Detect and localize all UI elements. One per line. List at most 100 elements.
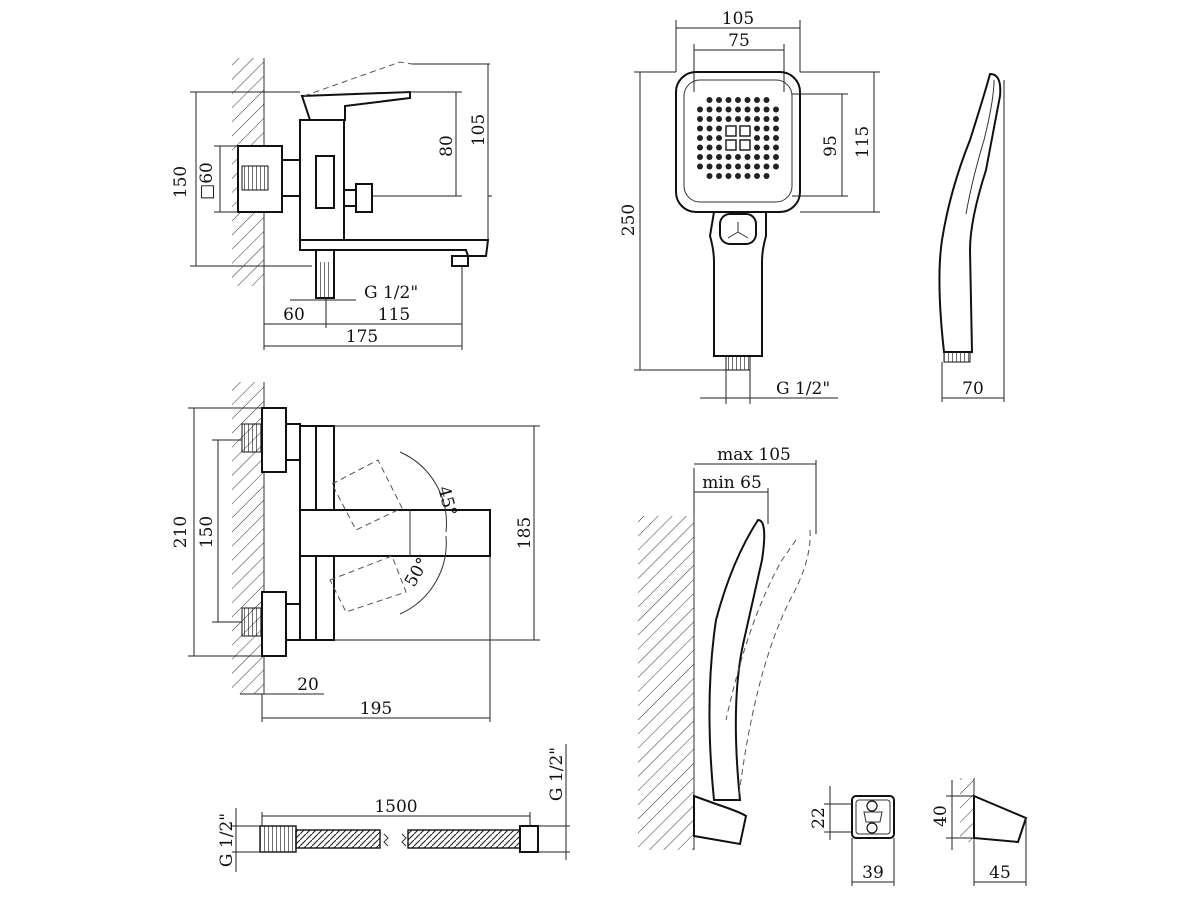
spray-nozzle — [725, 163, 732, 170]
spray-nozzle — [773, 135, 779, 141]
spray-nozzle — [754, 125, 760, 132]
dim-holder-height: 22 — [809, 807, 829, 829]
spray-nozzle — [754, 135, 760, 141]
spray-nozzle — [773, 116, 779, 122]
spray-nozzle — [773, 163, 779, 170]
hose-connector-right — [519, 825, 539, 853]
spray-nozzle — [706, 125, 713, 132]
lever-top — [299, 509, 491, 557]
spray-nozzle — [773, 144, 779, 151]
lever-handle — [300, 90, 411, 121]
spray-nozzle — [697, 135, 703, 141]
dim-face-height: 115 — [853, 126, 873, 158]
spray-nozzle — [697, 144, 703, 151]
spray-nozzle — [716, 125, 722, 132]
spray-nozzle — [744, 163, 751, 170]
dim-lever-span: 185 — [515, 517, 535, 549]
dim-wall-offset: 60 — [283, 305, 305, 325]
spray-nozzle — [716, 173, 722, 179]
spray-nozzle — [706, 97, 713, 103]
shower-docked — [708, 518, 766, 801]
center-spray-block — [725, 139, 737, 151]
dim-max-reach: max 105 — [717, 445, 791, 465]
dim-thickness: 70 — [962, 379, 984, 399]
spray-nozzle — [706, 154, 713, 160]
wall-hatch-holder — [638, 516, 694, 850]
dim-height-total: 150 — [171, 166, 191, 198]
spray-nozzle — [735, 154, 741, 160]
angle-right: 50° — [401, 554, 433, 590]
dim-total-length: 175 — [346, 327, 378, 347]
spray-nozzle — [763, 116, 770, 122]
spray-nozzle — [744, 154, 751, 160]
spray-nozzle — [754, 163, 760, 170]
dim-total-length-shower: 250 — [619, 204, 639, 236]
dim-total-depth: 195 — [360, 699, 392, 719]
spray-nozzle — [697, 106, 703, 113]
spray-nozzle — [763, 97, 770, 103]
spray-nozzle — [754, 97, 760, 103]
dim-thread-hose-right: G 1/2" — [547, 747, 567, 801]
spray-nozzle — [744, 97, 751, 103]
spray-nozzle — [744, 173, 751, 179]
hose-connector-left — [259, 825, 297, 853]
spray-nozzle — [735, 116, 741, 122]
shower-handle — [708, 211, 767, 357]
spray-nozzle — [697, 125, 703, 132]
hose-view: G 1/2" 1500 G 1/2" — [217, 744, 570, 872]
spray-nozzle — [725, 106, 732, 113]
center-spray-block — [725, 125, 737, 137]
spray-nozzle — [725, 154, 732, 160]
spray-nozzle — [763, 163, 770, 170]
dim-holder-depth: 45 — [989, 863, 1011, 883]
spray-nozzles — [697, 97, 779, 179]
center-spray-block — [739, 125, 751, 137]
dim-spout-height: 80 — [437, 135, 457, 157]
spray-nozzle — [706, 135, 713, 141]
dim-spout-reach: 115 — [378, 305, 410, 325]
dim-thread-hose-left: G 1/2" — [217, 813, 237, 867]
spray-nozzle — [725, 97, 732, 103]
dim-thread-faucet: G 1/2" — [364, 283, 418, 303]
spray-nozzle — [735, 163, 741, 170]
spray-nozzle — [716, 144, 722, 151]
spray-nozzle — [716, 116, 722, 122]
holder-mount — [693, 794, 748, 846]
shower-head-face — [675, 71, 801, 213]
dim-wall-gap: 20 — [297, 675, 319, 695]
spray-nozzle — [706, 173, 713, 179]
spray-nozzle — [763, 144, 770, 151]
holder-bracket — [973, 794, 1028, 844]
dim-face-inner-width: 75 — [728, 31, 750, 51]
spray-nozzle — [706, 106, 713, 113]
spray-nozzle — [725, 116, 732, 122]
spray-nozzle — [716, 97, 722, 103]
dim-min-reach: min 65 — [702, 473, 762, 493]
spray-nozzle — [754, 173, 760, 179]
spray-nozzle — [744, 116, 751, 122]
spray-nozzle — [754, 144, 760, 151]
spray-nozzle — [754, 106, 760, 113]
spray-nozzle — [716, 154, 722, 160]
spray-nozzle — [716, 106, 722, 113]
spray-nozzle — [706, 163, 713, 170]
faucet-top-view: 45° 50° 210 150 185 20 195 — [171, 382, 540, 722]
spray-nozzle — [763, 125, 770, 132]
spray-nozzle — [716, 163, 722, 170]
spray-nozzle — [697, 163, 703, 170]
dim-face-width: 105 — [722, 9, 754, 29]
dim-thread-shower: G 1/2" — [776, 379, 830, 399]
dim-lever-height: 105 — [469, 114, 489, 146]
spray-nozzle — [763, 135, 770, 141]
shower-in-holder: max 105 min 65 — [638, 445, 817, 850]
holder-front: 22 39 — [809, 786, 895, 886]
spray-nozzle — [773, 125, 779, 132]
spray-nozzle — [773, 154, 779, 160]
hose-braid-right — [407, 829, 521, 849]
spray-nozzle — [773, 106, 779, 113]
spray-nozzle — [763, 106, 770, 113]
spray-nozzle — [697, 154, 703, 160]
center-spray-block — [739, 139, 751, 151]
spray-nozzle — [763, 154, 770, 160]
spray-nozzle — [744, 106, 751, 113]
